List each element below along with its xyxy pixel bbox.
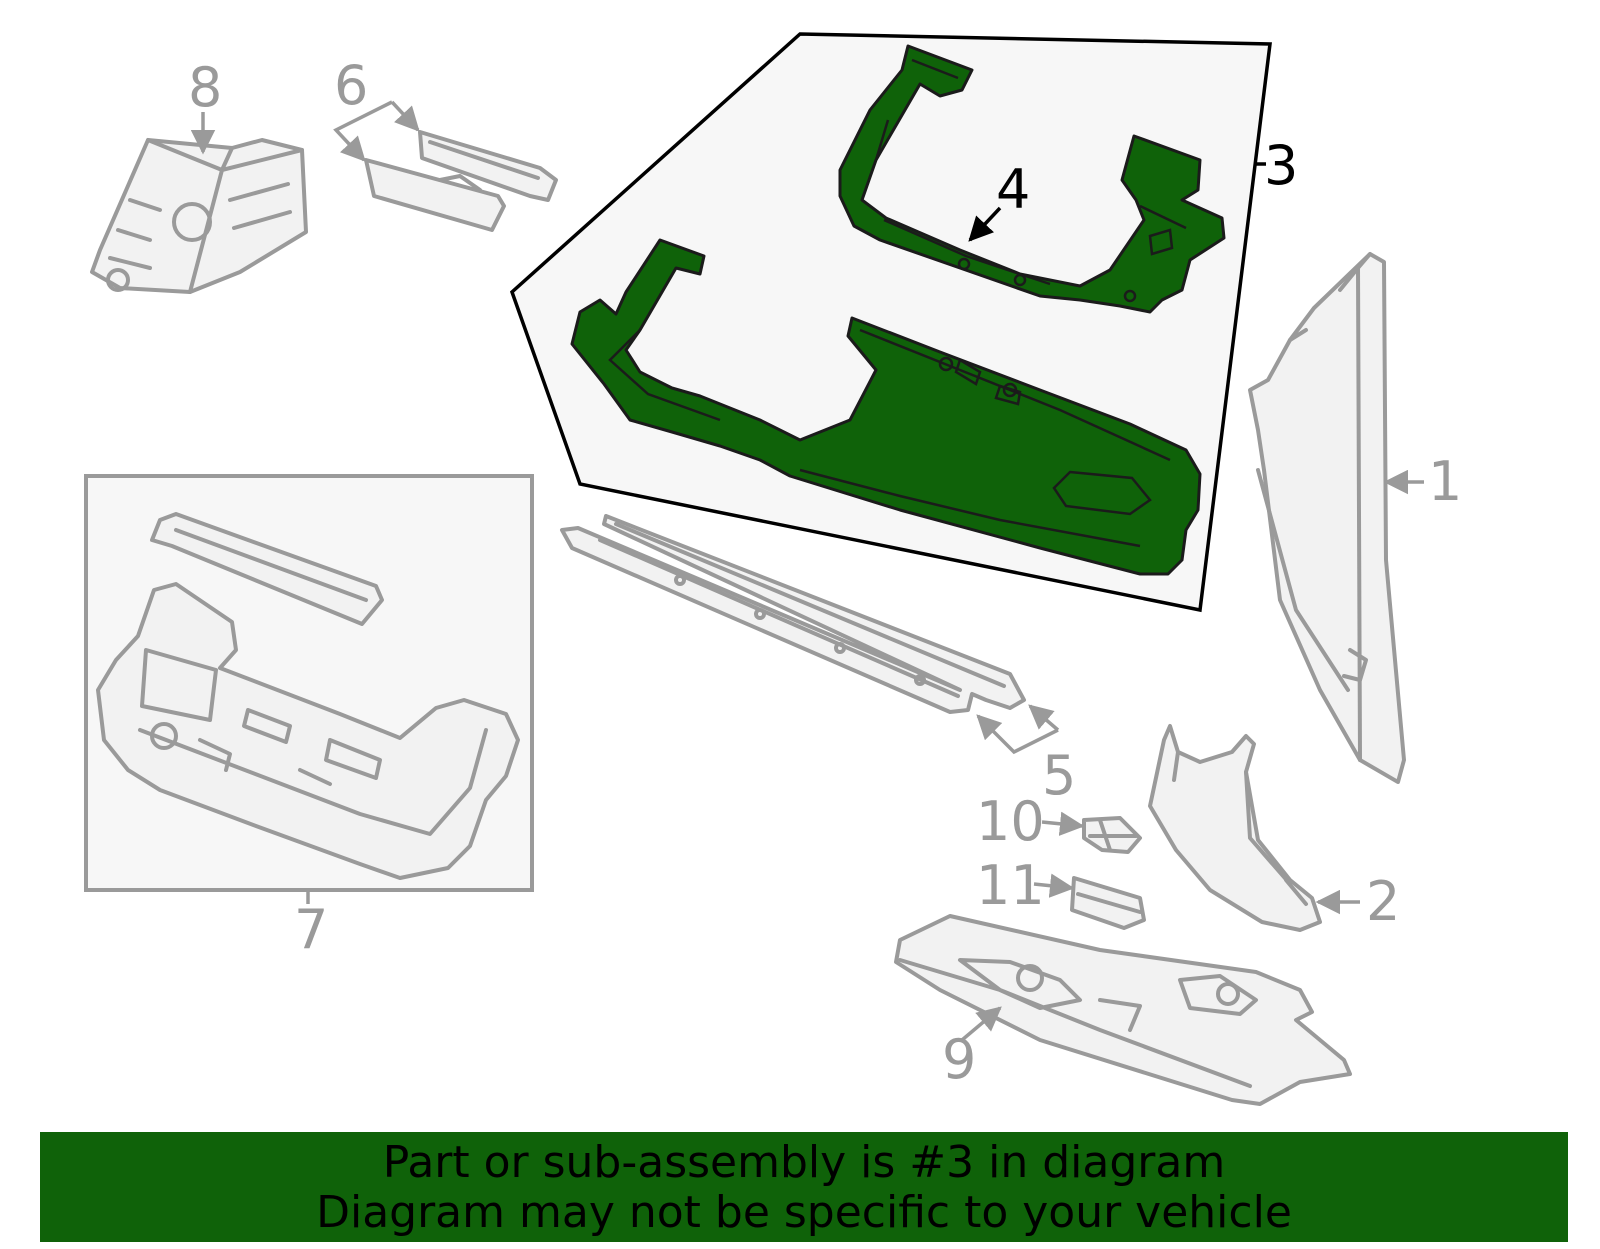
part-7-box[interactable] (84, 474, 534, 892)
callout-3: 3 (1264, 134, 1298, 197)
callout-2: 2 (1366, 870, 1400, 933)
part-1-side-panel[interactable] (1248, 252, 1406, 784)
leader-5 (976, 714, 1059, 755)
leader-6 (333, 100, 393, 162)
leader-10 (1041, 811, 1085, 836)
part-5-trim-strip[interactable] (560, 514, 1026, 714)
leader-4 (968, 206, 1002, 242)
callout-5: 5 (1042, 744, 1076, 807)
part-2-lower-trim[interactable] (1148, 724, 1322, 932)
callout-7: 7 (294, 898, 328, 961)
banner-line-2: Diagram may not be specific to your vehi… (316, 1187, 1292, 1238)
banner-line-1: Part or sub-assembly is #3 in diagram (382, 1137, 1226, 1188)
info-banner: Part or sub-assembly is #3 in diagram Di… (40, 1132, 1568, 1242)
callout-8: 8 (188, 56, 222, 119)
part-10-clip[interactable] (1082, 816, 1142, 854)
part-4-bracket-frame[interactable] (838, 44, 1226, 314)
leader-9 (960, 1006, 1002, 1042)
callout-10: 10 (976, 790, 1045, 853)
callout-9: 9 (942, 1028, 976, 1091)
part-8-bracket[interactable] (90, 138, 308, 294)
part-3-console-body[interactable] (570, 238, 1202, 576)
part-11-clip[interactable] (1070, 876, 1146, 930)
leader-11 (1033, 873, 1075, 898)
callout-1: 1 (1428, 450, 1462, 513)
callout-11: 11 (976, 854, 1045, 917)
callout-4: 4 (996, 158, 1030, 221)
part-6-trim-pieces[interactable] (364, 130, 558, 232)
callout-6: 6 (334, 54, 368, 117)
